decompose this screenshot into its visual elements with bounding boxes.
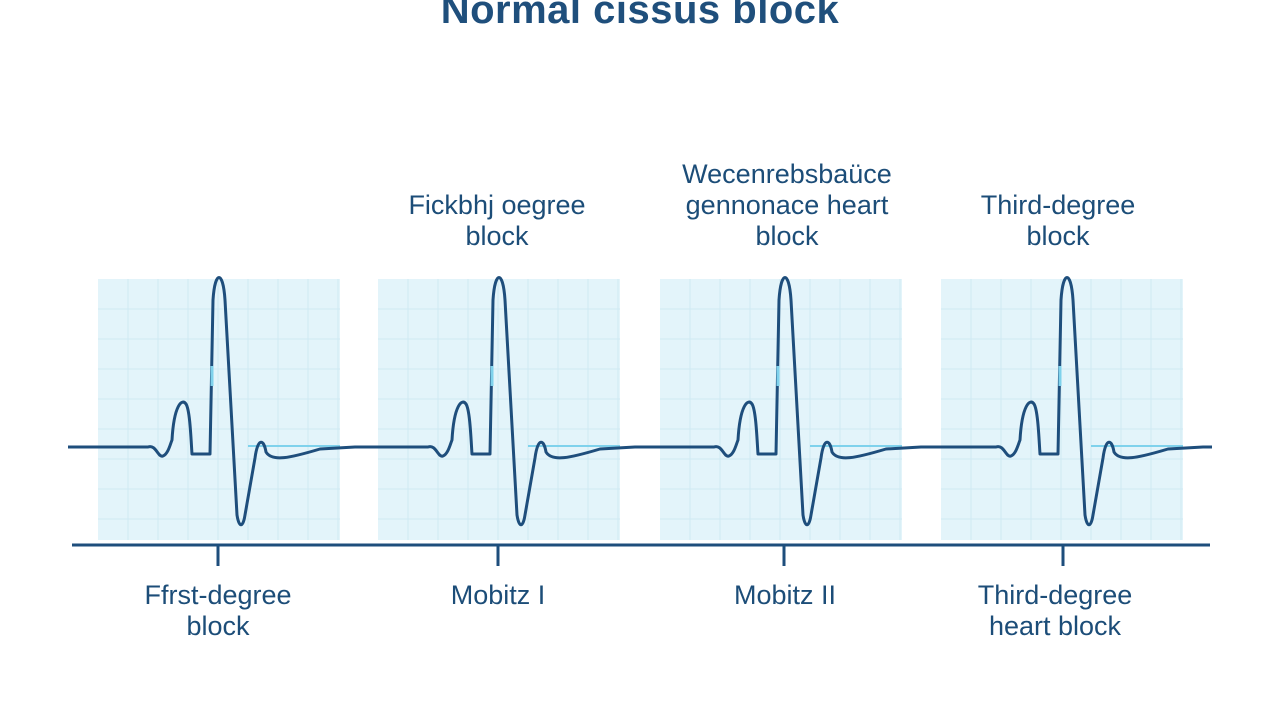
top-label-third-degree: Third-degree block	[980, 190, 1136, 251]
ecg-trace	[68, 276, 1212, 527]
panel-mobitz-2	[660, 279, 902, 540]
panel-background	[378, 279, 620, 540]
panel-background	[98, 279, 340, 540]
panel-background	[660, 279, 902, 540]
top-label-first-degree: Fickbhj oegree block	[408, 190, 586, 251]
bottom-label-mobitz-1: Mobitz I	[450, 580, 546, 610]
panel-mobitz-1	[378, 279, 620, 540]
bottom-label-first-degree: Ffrst-degree block	[144, 580, 292, 641]
panel-first-degree	[98, 279, 340, 540]
bottom-label-third-degree: Third-degree heart block	[977, 580, 1133, 641]
top-label-mobitz-2: Wecenrebsbaüce gennonace heart block	[682, 159, 892, 251]
bottom-label-mobitz-2: Mobitz II	[733, 580, 837, 610]
diagram-title: Normal cissus block	[440, 0, 840, 32]
